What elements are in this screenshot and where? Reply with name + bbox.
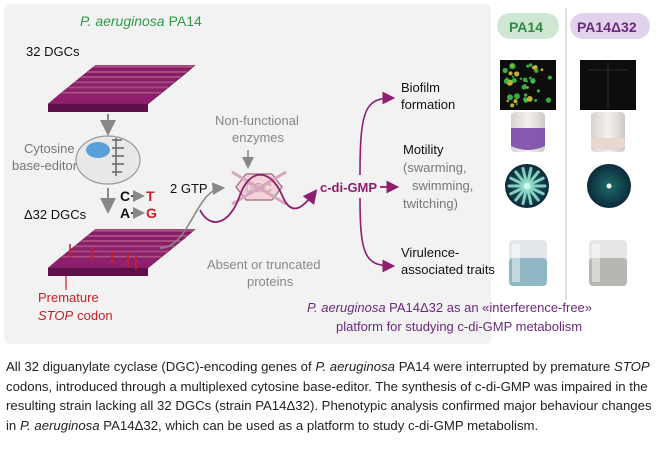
mutation-g: G (146, 205, 157, 221)
branch-arrows (359, 91, 400, 273)
gene-stack-bottom (47, 229, 196, 276)
header-wt-pill (497, 13, 559, 39)
absent-label-1: Absent or truncated (207, 257, 320, 272)
dgc-count-label: 32 DGCs (26, 44, 80, 59)
nonfunctional-label-1: Non-functional (215, 113, 299, 128)
stop-codon-label: STOP codon (38, 308, 113, 323)
branch-arrow-biofilm (359, 91, 396, 176)
biofilm-image-wt (500, 60, 556, 110)
mutation-a: A (120, 205, 130, 221)
nonfunctional-label-2: enzymes (232, 130, 285, 145)
caption-stop: STOP (613, 359, 650, 374)
platform-line-2: platform for studying c-di-GMP metabolis… (336, 319, 582, 334)
biofilm-label-1: Biofilm (401, 80, 440, 95)
header-mutant-pill (570, 13, 650, 39)
motility-label-4: twitching) (403, 196, 458, 211)
motility-plate-mutant (587, 164, 631, 208)
absent-label-2: proteins (247, 274, 294, 289)
branch-arrow-virulence (359, 197, 396, 273)
dgc-enzyme: DGC (231, 170, 287, 206)
premature-label: Premature (38, 290, 99, 305)
figure-caption: All 32 diguanylate cyclase (DGC)-encodin… (6, 357, 658, 435)
virulence-label-2: associated traits (401, 262, 495, 277)
cdigmp-label: c-di-GMP (320, 180, 377, 195)
base-editor-icon (75, 135, 141, 185)
title-strain: PA14 (169, 13, 202, 29)
dgc-cross-2 (231, 170, 287, 206)
mutant-count-label: Δ32 DGCs (24, 207, 87, 222)
header-mutant: PA14Δ32 (577, 19, 637, 35)
biofilm-image-mutant (580, 60, 636, 110)
platform-rest: PA14Δ32 as an «interference-free» (386, 300, 592, 315)
motility-label-3: swimming, (412, 178, 473, 193)
caption-part-3: codons, introduced through a multiplexed… (6, 378, 652, 433)
gene-stack-top (47, 65, 196, 112)
mutation-c: C (120, 188, 130, 204)
biofilm-label-2: formation (401, 97, 455, 112)
caption-species-2: P. aeruginosa (19, 417, 100, 433)
platform-species: P. aeruginosa (307, 300, 386, 315)
header-wt: PA14 (509, 19, 543, 35)
gtp-label: 2 GTP (170, 181, 208, 196)
caption-part-4: PA14Δ32, which can be used as a platform… (99, 417, 539, 433)
caption-part-2: PA14 were interrupted by premature (395, 359, 614, 374)
stack-to-dgc-arrow (159, 182, 226, 249)
tube-mutant-biofilm (591, 112, 625, 152)
motility-label-2: (swarming, (403, 160, 467, 175)
tube-mutant-virulence (589, 240, 627, 286)
virulence-label-1: Virulence- (401, 245, 459, 260)
base-editor-label-1: Cytosine (24, 141, 75, 156)
caption-species-1: P. aeruginosa (315, 359, 396, 374)
title-species: P. aeruginosa (80, 13, 165, 29)
tube-wt-virulence (509, 240, 547, 286)
codon-word: codon (77, 308, 112, 323)
caption-part-1: All 32 diguanylate cyclase (DGC)-encodin… (6, 359, 316, 374)
tube-wt-biofilm (511, 112, 545, 152)
stop-word: STOP (38, 308, 73, 323)
platform-line-1: P. aeruginosa PA14Δ32 as an «interferenc… (307, 300, 592, 315)
motility-label-1: Motility (403, 142, 444, 157)
base-editor-label-2: base-editor (12, 158, 78, 173)
motility-plate-wt (505, 164, 549, 208)
gtp-flow-arrow (199, 174, 318, 223)
mutation-t: T (146, 188, 155, 204)
